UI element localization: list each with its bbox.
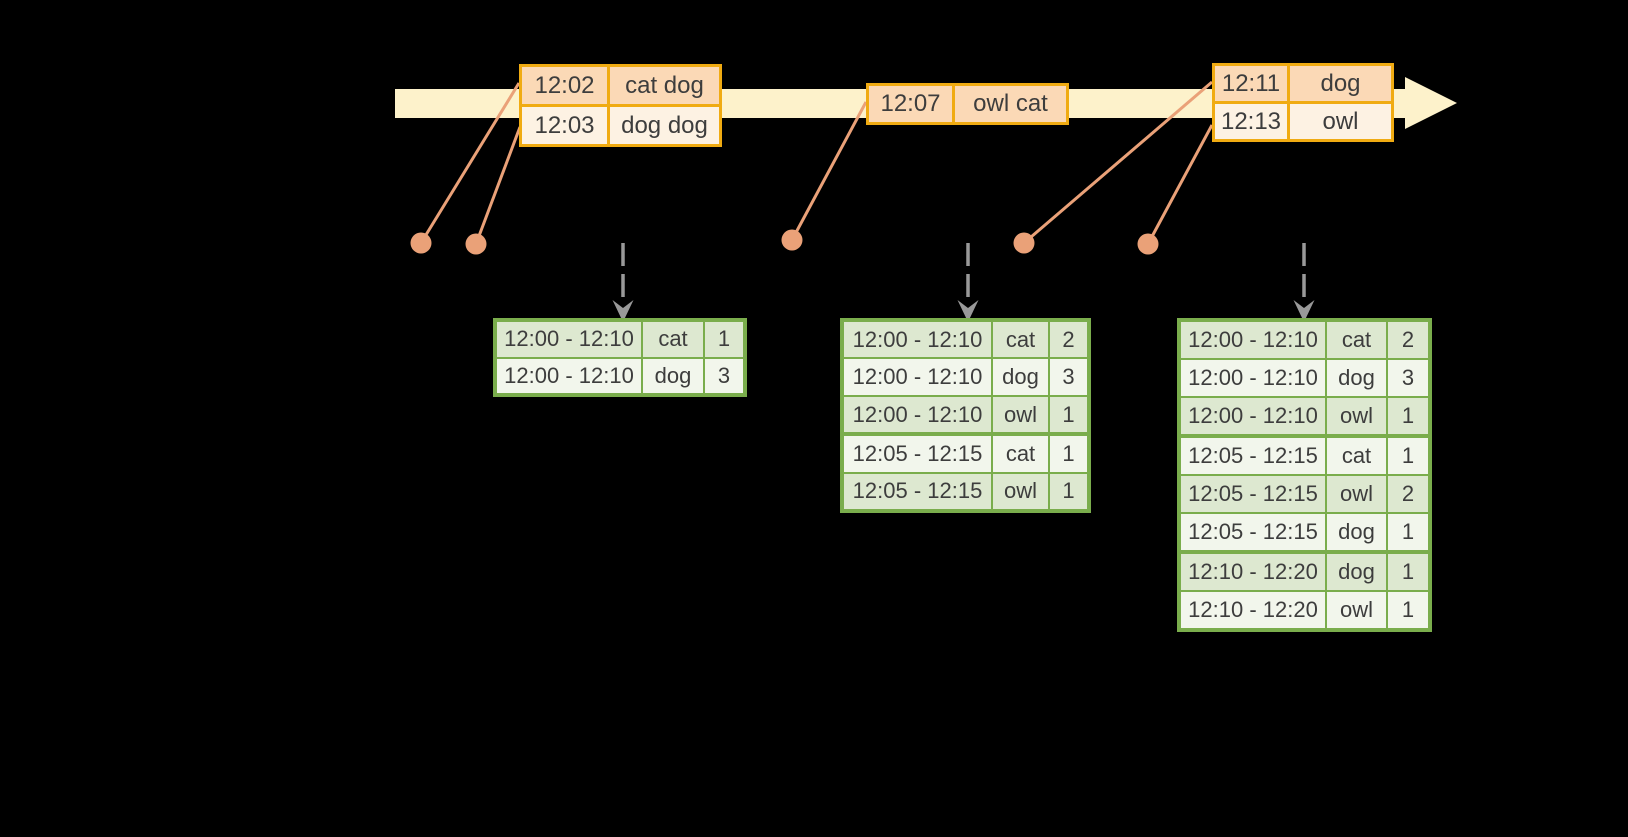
result-word-cell: owl — [1325, 476, 1386, 512]
result-window-cell: 12:00 - 12:10 — [1188, 327, 1318, 352]
event-dot-icon — [1013, 232, 1035, 254]
event-dot-icon — [410, 232, 432, 254]
result-count-cell: 1 — [1386, 554, 1428, 590]
event-time-cell: 12:07 — [880, 90, 941, 117]
result-count-cell: 3 — [703, 358, 743, 393]
result-window-cell: 12:00 - 12:10 — [852, 401, 983, 427]
event-words-cell: dog — [1287, 66, 1391, 101]
result-window-cell: 12:00 - 12:10 — [852, 326, 983, 352]
result-word-cell: dog — [641, 358, 703, 393]
result-window-cell: 12:05 - 12:15 — [1188, 519, 1318, 544]
event-row: 12:02 cat dog — [522, 67, 719, 104]
event-table-12-07: 12:07 owl cat — [866, 83, 1069, 125]
result-word-cell: dog — [991, 359, 1048, 395]
result-window-cell: 12:00 - 12:10 — [504, 326, 634, 352]
result-word-cell: dog — [1325, 554, 1386, 590]
result-word-cell: cat — [1325, 322, 1386, 358]
trigger-arrowhead-icon — [957, 300, 979, 322]
result-count-cell: 3 — [1386, 360, 1428, 396]
result-window-cell: 12:00 - 12:10 — [852, 364, 983, 390]
result-word-cell: cat — [1325, 438, 1386, 474]
event-dot-icon — [1137, 233, 1159, 255]
timeline-arrowhead-icon — [1405, 77, 1457, 129]
event-dot-icon — [465, 233, 487, 255]
result-window-cell: 12:10 - 12:20 — [1188, 559, 1318, 584]
event-words-cell: dog dog — [607, 107, 719, 144]
result-count-cell: 1 — [703, 322, 743, 357]
event-time-cell: 12:02 — [534, 71, 595, 99]
result-word-cell: cat — [991, 436, 1048, 472]
event-words-cell: owl — [1287, 104, 1391, 139]
result-word-cell: dog — [1325, 360, 1386, 396]
result-window-cell: 12:00 - 12:10 — [1188, 365, 1318, 390]
event-time-cell: 12:13 — [1220, 107, 1282, 135]
result-word-cell: dog — [1325, 514, 1386, 550]
result-word-cell: owl — [1325, 592, 1386, 628]
result-window-cell: 12:05 - 12:15 — [852, 478, 983, 504]
result-window-cell: 12:05 - 12:15 — [1188, 481, 1318, 506]
result-word-cell: owl — [991, 396, 1048, 433]
event-time-cell: 12:11 — [1221, 69, 1281, 97]
result-count-cell: 1 — [1048, 473, 1087, 510]
result-count-cell: 1 — [1386, 438, 1428, 474]
event-dot-icon — [781, 229, 803, 251]
result-window-cell: 12:05 - 12:15 — [852, 440, 983, 466]
event-row: 12:03 dog dog — [522, 104, 719, 144]
event-connector-line — [790, 101, 868, 241]
event-time-cell: 12:03 — [534, 111, 595, 139]
result-count-cell: 2 — [1386, 476, 1428, 512]
event-words-cell: owl cat — [952, 86, 1066, 122]
result-count-cell: 2 — [1048, 322, 1087, 358]
event-connector-line — [419, 82, 521, 244]
result-count-cell: 1 — [1386, 592, 1428, 628]
trigger-arrowhead-icon — [612, 300, 634, 322]
event-connector-line — [1023, 80, 1213, 245]
result-count-cell: 2 — [1386, 322, 1428, 358]
result-window-cell: 12:10 - 12:20 — [1188, 597, 1318, 622]
result-word-cell: cat — [991, 322, 1048, 358]
event-words-cell: cat dog — [607, 67, 719, 104]
event-connector-line — [474, 126, 522, 245]
trigger-arrowhead-icon — [1293, 300, 1315, 322]
result-word-cell: owl — [991, 473, 1048, 510]
result-word-cell: cat — [641, 322, 703, 357]
result-count-cell: 1 — [1386, 398, 1428, 434]
result-count-cell: 1 — [1048, 396, 1087, 433]
event-connector-line — [1146, 124, 1214, 245]
event-row: 12:07 owl cat — [869, 86, 1066, 122]
result-count-cell: 1 — [1386, 514, 1428, 550]
result-window-cell: 12:00 - 12:10 — [504, 362, 634, 388]
result-count-cell: 3 — [1048, 359, 1087, 395]
result-window-cell: 12:00 - 12:10 — [1188, 403, 1318, 428]
event-table-12-02: 12:02 cat dog 12:03 dog dog — [519, 64, 722, 147]
result-word-cell: owl — [1325, 398, 1386, 434]
result-count-cell: 1 — [1048, 436, 1087, 472]
result-window-cell: 12:05 - 12:15 — [1188, 443, 1318, 468]
